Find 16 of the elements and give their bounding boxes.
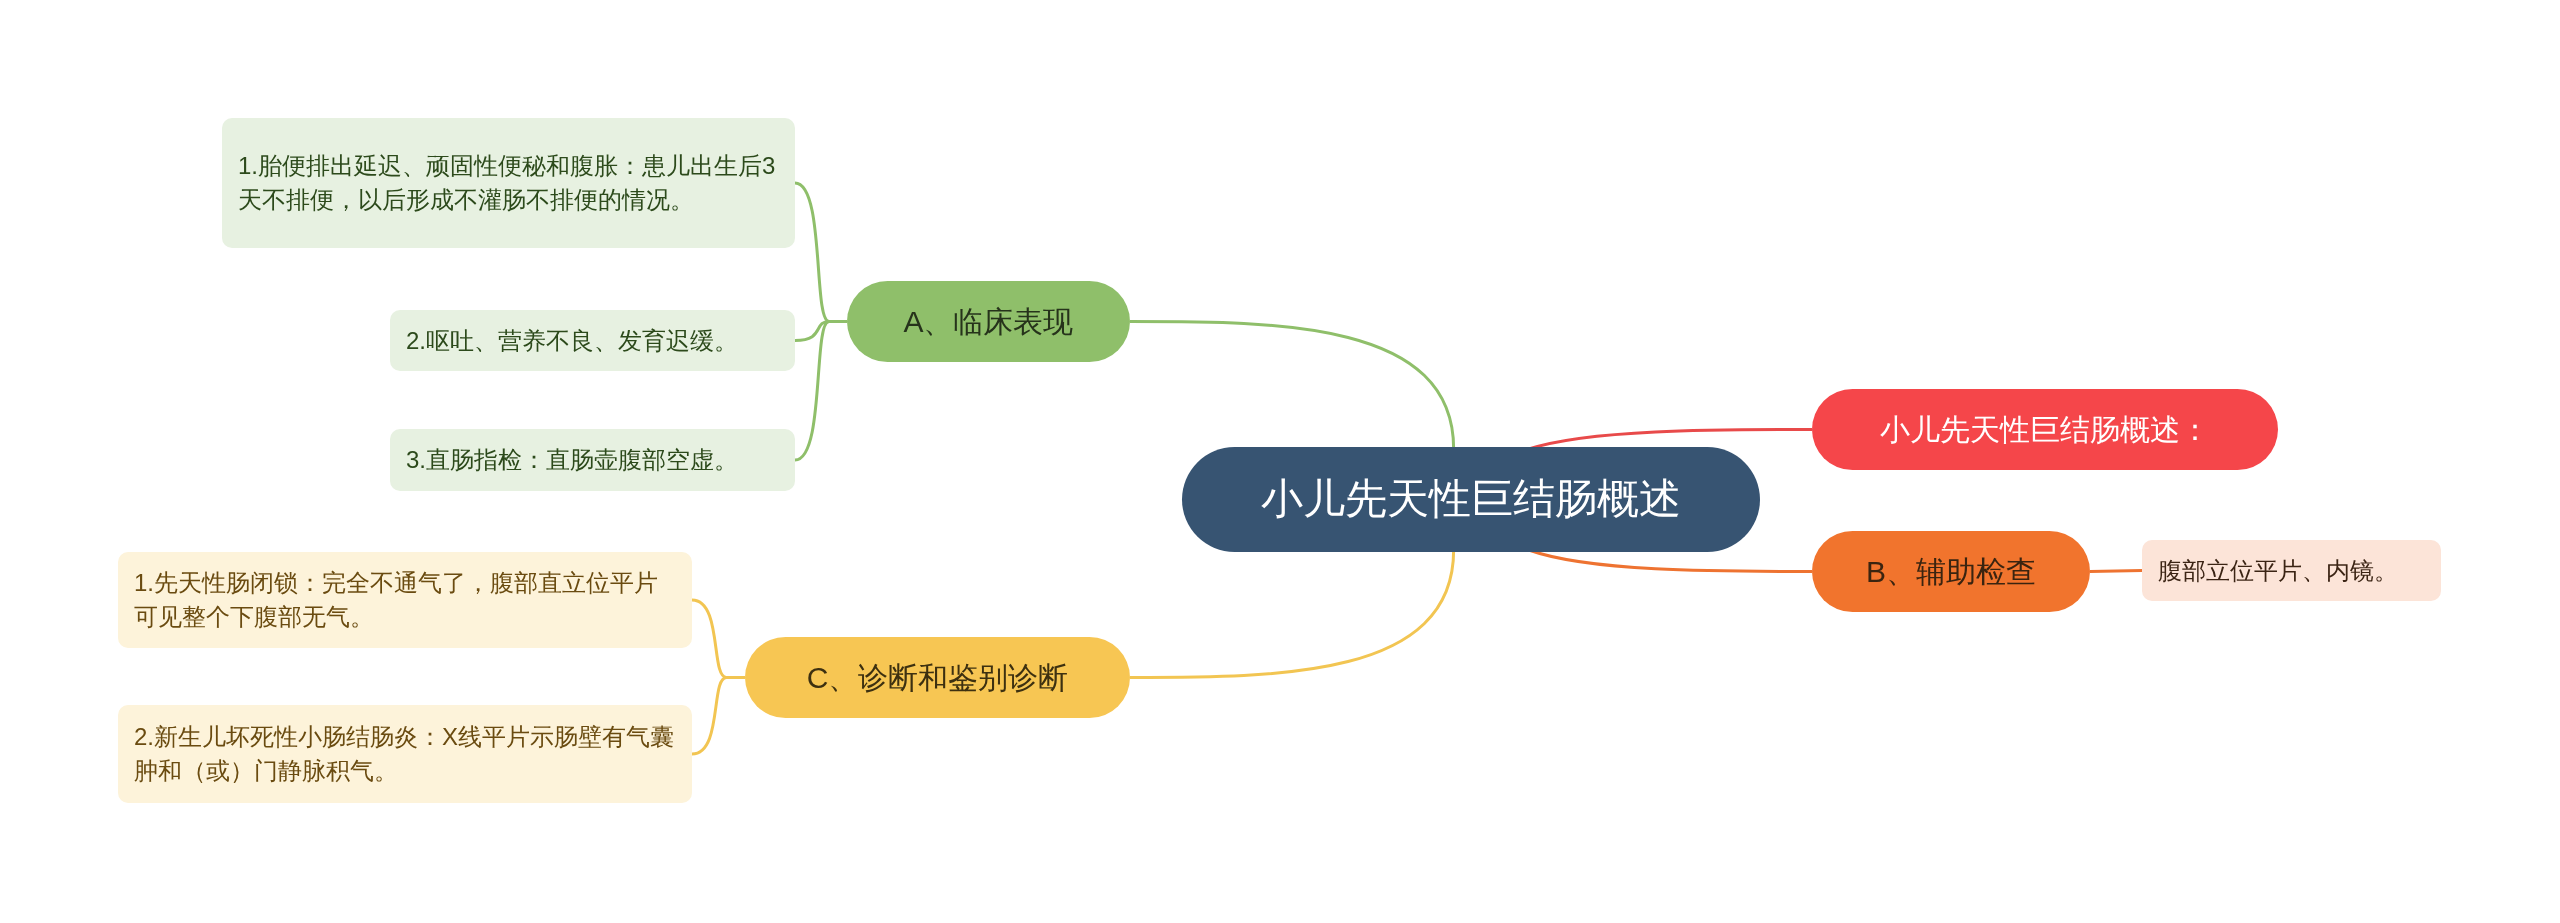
leaf-box: 2.新生儿坏死性小肠结肠炎：X线平片示肠壁有气囊肿和（或）门静脉积气。 [118, 705, 692, 803]
leaf-box: 2.呕吐、营养不良、发育迟缓。 [390, 310, 795, 371]
branch-box: A、临床表现 [847, 281, 1130, 362]
connector [691, 676, 745, 756]
leaf-box: 1.先天性肠闭锁：完全不通气了，腹部直立位平片可见整个下腹部无气。 [118, 552, 692, 648]
leaf-box: 腹部立位平片、内镜。 [2142, 540, 2441, 601]
branch-box: C、诊断和鉴别诊断 [745, 637, 1130, 718]
topic-box: 小儿先天性巨结肠概述 [1182, 447, 1760, 552]
connector [794, 320, 847, 462]
leaf-box: 3.直肠指检：直肠壶腹部空虚。 [390, 429, 795, 491]
leaf-box: 1.胎便排出延迟、顽固性便秘和腹胀：患儿出生后3天不排便，以后形成不灌肠不排便的情况。 [222, 118, 795, 248]
branch-box: B、辅助检查 [1812, 531, 2090, 612]
branch-box: 小儿先天性巨结肠概述： [1812, 389, 2278, 470]
connector [1130, 320, 1456, 450]
connector [1130, 549, 1456, 679]
connector [2089, 569, 2143, 573]
